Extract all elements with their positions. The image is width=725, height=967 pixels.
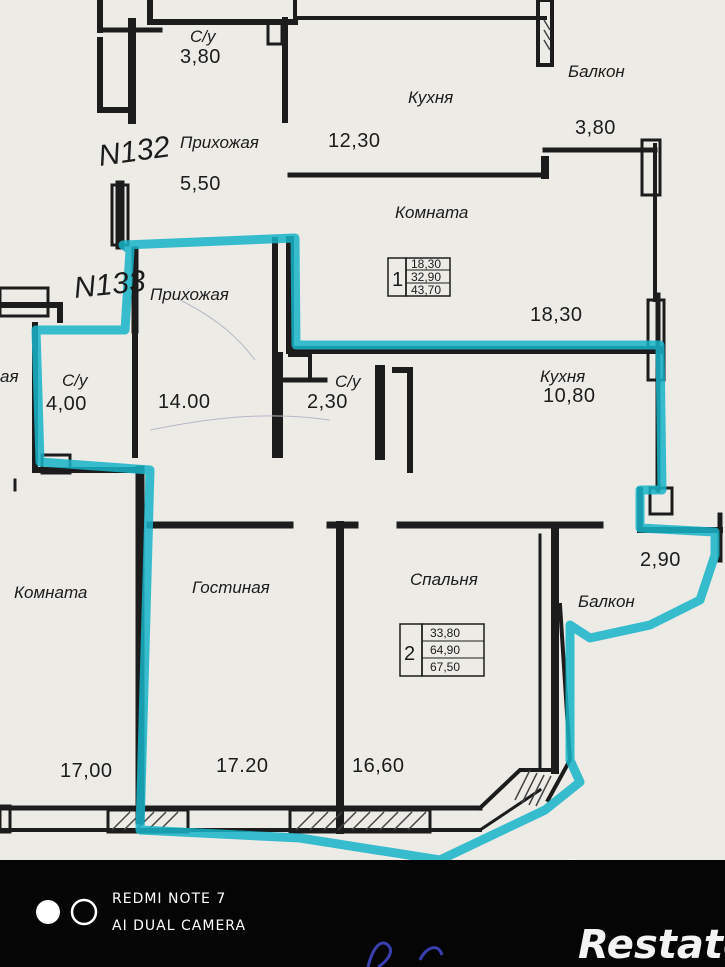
apartment-133-highlight [31,233,720,865]
unit-132-bath-area: 3,80 [180,46,221,68]
unit-132-tag-index: 1 [392,269,403,291]
camera-lens-icon [36,900,60,924]
neighbor-bath-area: 4,00 [46,393,87,415]
pencil-marks [149,299,331,431]
unit-132-room-area: 18,30 [530,304,583,326]
unit-132-room-name: Комната [395,203,468,222]
unit-133-labels: N133 Прихожая 14.00 С/у 2,30 Кухня 10,80… [72,265,681,777]
unit-133-living-area: 17.20 [216,755,269,777]
neighbor-fragment: ая [0,367,19,386]
ink-scribble [366,941,444,967]
unit-132-tag-living: 18,30 [411,257,441,271]
neighbor-bath-name: С/у [62,371,89,390]
unit-133-kitchen-name: Кухня [540,367,585,386]
unit-132-labels: N132 С/у 3,80 Прихожая 5,50 Кухня 12,30 … [96,27,625,326]
unit-133-tag-living: 33,80 [430,626,460,640]
unit-133-hall-name: Прихожая [150,285,229,304]
unit-133-bedroom-area: 16,60 [352,755,405,777]
restate-logo: Restate [578,922,725,967]
neighbor-labels: ая С/у 4,00 Комната 17,00 [0,367,113,782]
neighbor-room-name: Комната [14,583,87,602]
unit-133-kitchen-area: 10,80 [543,385,596,407]
unit-133-tag-full: 67,50 [430,660,460,674]
unit-132-tag-total: 32,90 [411,270,441,284]
unit-133-tag-total: 64,90 [430,643,460,657]
unit-132-hall-name: Прихожая [180,133,259,152]
unit-133-living-name: Гостиная [192,578,270,597]
photo-footer [0,860,725,967]
unit-132-area-tag: 1 18,30 32,90 43,70 [387,257,451,297]
unit-133-balcony-area: 2,90 [640,549,681,571]
unit-132-kitchen-area: 12,30 [328,130,381,152]
camera-feature: AI DUAL CAMERA [112,918,246,934]
unit-132-bath-name: С/у [190,27,217,46]
camera-lens-icon-2 [70,898,98,926]
unit-133-balcony-name: Балкон [578,592,635,611]
neighbor-room-area: 17,00 [60,760,113,782]
unit-133-area-tag: 2 33,80 64,90 67,50 [399,623,485,677]
unit-132-hall-area: 5,50 [180,173,221,195]
window-hatching [111,19,552,831]
unit-133-bath-name: С/у [335,372,362,391]
unit-132-tag-full: 43,70 [411,283,441,297]
unit-132-balcony-name: Балкон [568,62,625,81]
camera-model: REDMI NOTE 7 [112,891,226,907]
unit-132-balcony-area: 3,80 [575,117,616,139]
unit-133-bedroom-name: Спальня [410,570,478,589]
unit-133-bath-area: 2,30 [307,391,348,413]
unit-133-number: N133 [72,265,147,305]
camera-stamp: REDMI NOTE 7 AI DUAL CAMERA [36,891,246,934]
unit-133-tag-index: 2 [404,643,415,665]
unit-132-kitchen-name: Кухня [408,88,453,107]
unit-133-hall-area: 14.00 [158,391,211,413]
